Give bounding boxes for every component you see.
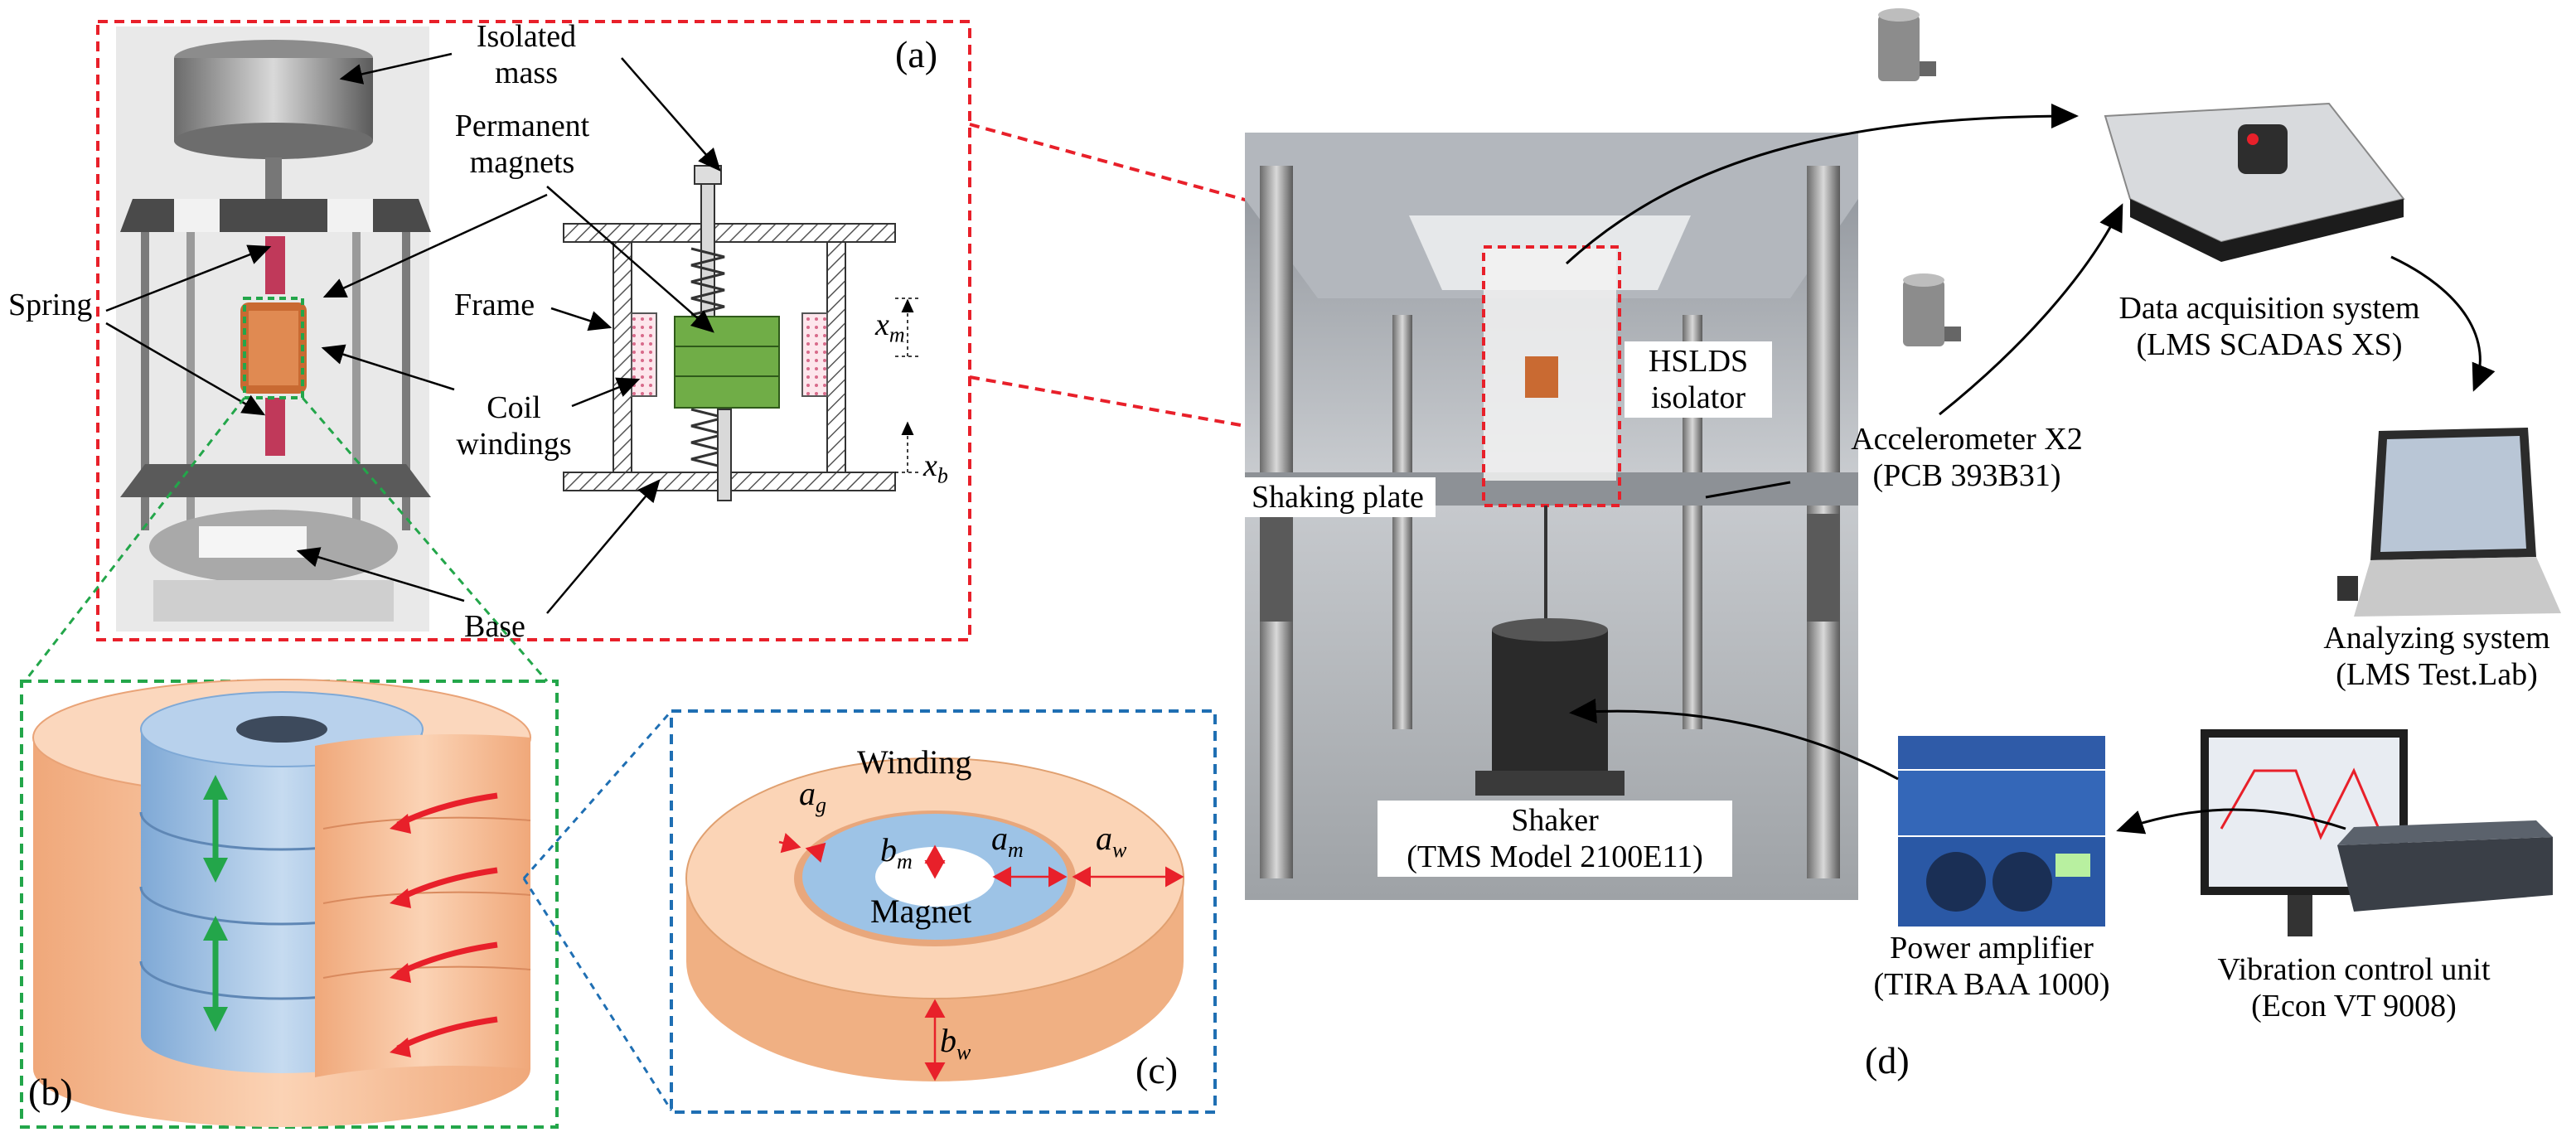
base-label: Base [464,609,525,644]
isolated-mass-label: Isolated mass [476,19,577,90]
isolator-schematic [563,165,920,501]
b-w-label: bw [940,1022,971,1065]
zoom-lines-b [23,397,549,682]
accelerometer-2 [1903,273,1961,346]
coil-magnet-3d [32,679,531,1127]
x-b-label: xb [923,448,948,488]
a-w-label: aw [1096,820,1127,863]
vibration-control-label: Vibration control unit (Econ VT 9008) [2217,952,2491,1023]
panel-b-label: (b) [28,1071,73,1113]
panel-c-label: (c) [1135,1049,1179,1091]
analyzing-system-label: Analyzing system (LMS Test.Lab) [2323,621,2550,692]
b-m-label: bm [880,831,913,874]
panel-a-frame [96,20,971,641]
prototype-photo [116,27,431,631]
panel-d-label: (d) [1865,1039,1910,1081]
panel-d-arrows [1565,104,2496,835]
a-m-label: am [991,820,1024,863]
panel-a-leaders [105,52,721,614]
panel-a-to-d-line-top [969,123,1484,267]
winding-label: Winding [857,743,972,781]
a-g-label: ag [799,775,826,818]
accelerometer-1 [1878,8,1936,81]
coil-windings-label: Coil windings [456,390,572,462]
permanent-magnets-label: Permanent magnets [454,109,590,180]
shaking-plate-label: Shaking plate [1240,477,1436,517]
panel-c-frame [670,709,1217,1114]
data-acquisition-label: Data acquisition system (LMS SCADAS XS) [2118,291,2420,362]
magnet-label: Magnet [870,893,972,930]
accelerometer-label: Accelerometer X2 (PCB 393B31) [1851,422,2083,493]
shaker-label: Shaker (TMS Model 2100E11) [1378,801,1732,877]
hslds-isolator-label: HSLDS isolator [1625,341,1772,418]
frame-label: Frame [454,288,535,322]
power-amplifier [1898,736,2105,927]
zoom-lines-c [522,710,673,1111]
x-m-label: xm [875,307,905,347]
panel-a-label: (a) [895,33,938,75]
data-acquisition-device [2104,102,2405,262]
spring-label: Spring [8,288,93,322]
laptop [2337,428,2561,617]
power-amplifier-label: Power amplifier (TIRA BAA 1000) [1873,931,2110,1002]
vibration-control-unit [2201,729,2553,936]
winding-magnet-ring [685,757,1184,1081]
